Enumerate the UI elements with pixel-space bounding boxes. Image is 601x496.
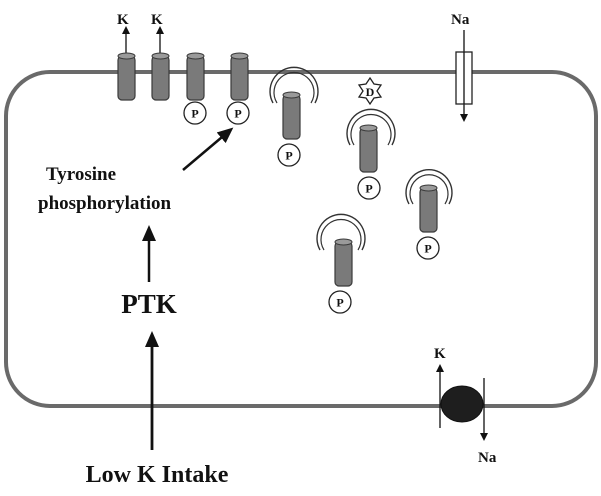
phospho-label-1: P (191, 107, 198, 121)
cell-membrane (4, 70, 598, 408)
phospho-channel-2 (226, 52, 250, 125)
na-channel (455, 30, 473, 122)
phosphorylation-arrow (182, 127, 234, 171)
na-k-pump (436, 364, 488, 441)
tyrosine-label-line1: Tyrosine (46, 164, 116, 185)
low-k-intake-label: Low K Intake (86, 462, 229, 488)
na-label-top: Na (451, 12, 470, 28)
d-marker-star (357, 76, 383, 106)
endocytic-vesicle-2 (346, 108, 396, 200)
k-label-1: K (117, 12, 129, 28)
phospho-label-3: P (285, 149, 292, 163)
endocytic-vesicle-1 (269, 66, 319, 167)
na-label-pump: Na (478, 450, 497, 466)
phospho-label-5: P (424, 242, 431, 256)
endocytic-vesicle-3 (405, 169, 453, 260)
phospho-label-2: P (234, 107, 241, 121)
phospho-channel-1 (183, 52, 207, 125)
k-label-pump: K (434, 346, 446, 362)
phospho-label-6: P (336, 296, 343, 310)
tyrosine-label-line2: phosphorylation (38, 193, 171, 214)
k-label-2: K (151, 12, 163, 28)
ptk-label: PTK (121, 289, 177, 319)
endocytic-vesicle-4 (316, 213, 366, 314)
k-channel-1 (117, 26, 136, 101)
k-channel-2 (151, 26, 170, 101)
phospho-label-4: P (365, 182, 372, 196)
d-marker-label: D (366, 85, 375, 99)
